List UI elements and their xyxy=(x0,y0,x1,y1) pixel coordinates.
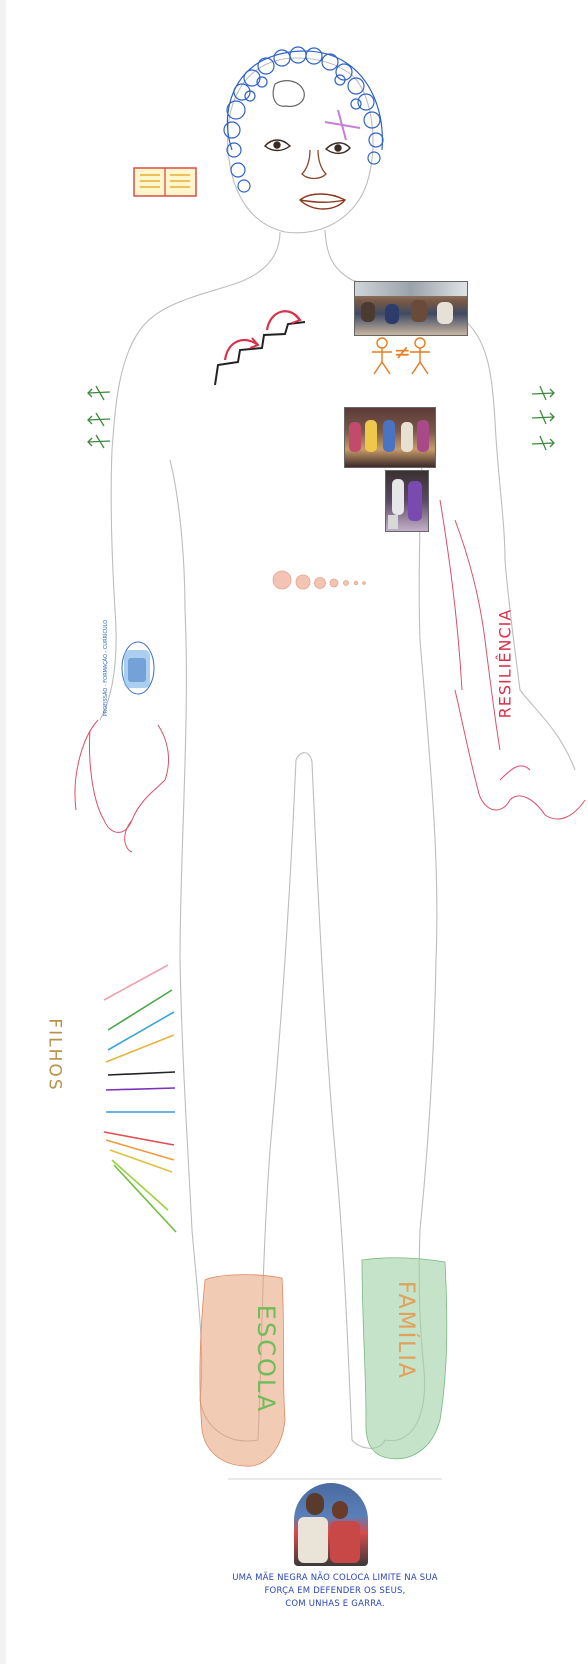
mother-children-photo xyxy=(294,1483,368,1566)
open-book-icon xyxy=(134,168,196,196)
brain-icon xyxy=(273,81,304,107)
caption: UMA MÃE NEGRA NÃO COLOCA LIMITE NA SUA F… xyxy=(205,1572,465,1611)
filhos-label: FILHOS xyxy=(45,1018,65,1091)
children-photo xyxy=(385,470,429,532)
filhos-arrows xyxy=(104,965,176,1232)
stairs-icon xyxy=(215,311,305,385)
familia-label: FAMÍLIA xyxy=(393,1281,418,1380)
side-arrows-left xyxy=(88,386,110,448)
wrist-band xyxy=(122,642,154,694)
resiliencia-label: RESILIÊNCIA xyxy=(495,609,514,719)
face xyxy=(265,81,360,209)
classroom-photo xyxy=(354,281,468,336)
side-arrows-right xyxy=(532,386,554,450)
caption-line-3: COM UNHAS E GARRA. xyxy=(205,1598,465,1611)
caption-line-1: UMA MÃE NEGRA NÃO COLOCA LIMITE NA SUA xyxy=(205,1572,465,1585)
cross-icon xyxy=(325,110,360,140)
eyes xyxy=(265,140,350,153)
unequal-sign: ≠ xyxy=(394,340,411,364)
escola-label: ESCOLA xyxy=(252,1305,280,1413)
body-outline xyxy=(100,58,575,1448)
belly-circles xyxy=(273,571,365,589)
right-arm-outline xyxy=(455,520,500,750)
wrist-band-label: PROFISSÃO - FORMAÇÃO - CURRÍCULO xyxy=(103,620,109,716)
nose xyxy=(302,150,326,179)
mouth xyxy=(300,194,345,209)
caption-line-2: FORÇA EM DEFENDER OS SEUS, xyxy=(205,1585,465,1598)
group-photo xyxy=(344,407,436,468)
hair-curls xyxy=(224,47,383,192)
